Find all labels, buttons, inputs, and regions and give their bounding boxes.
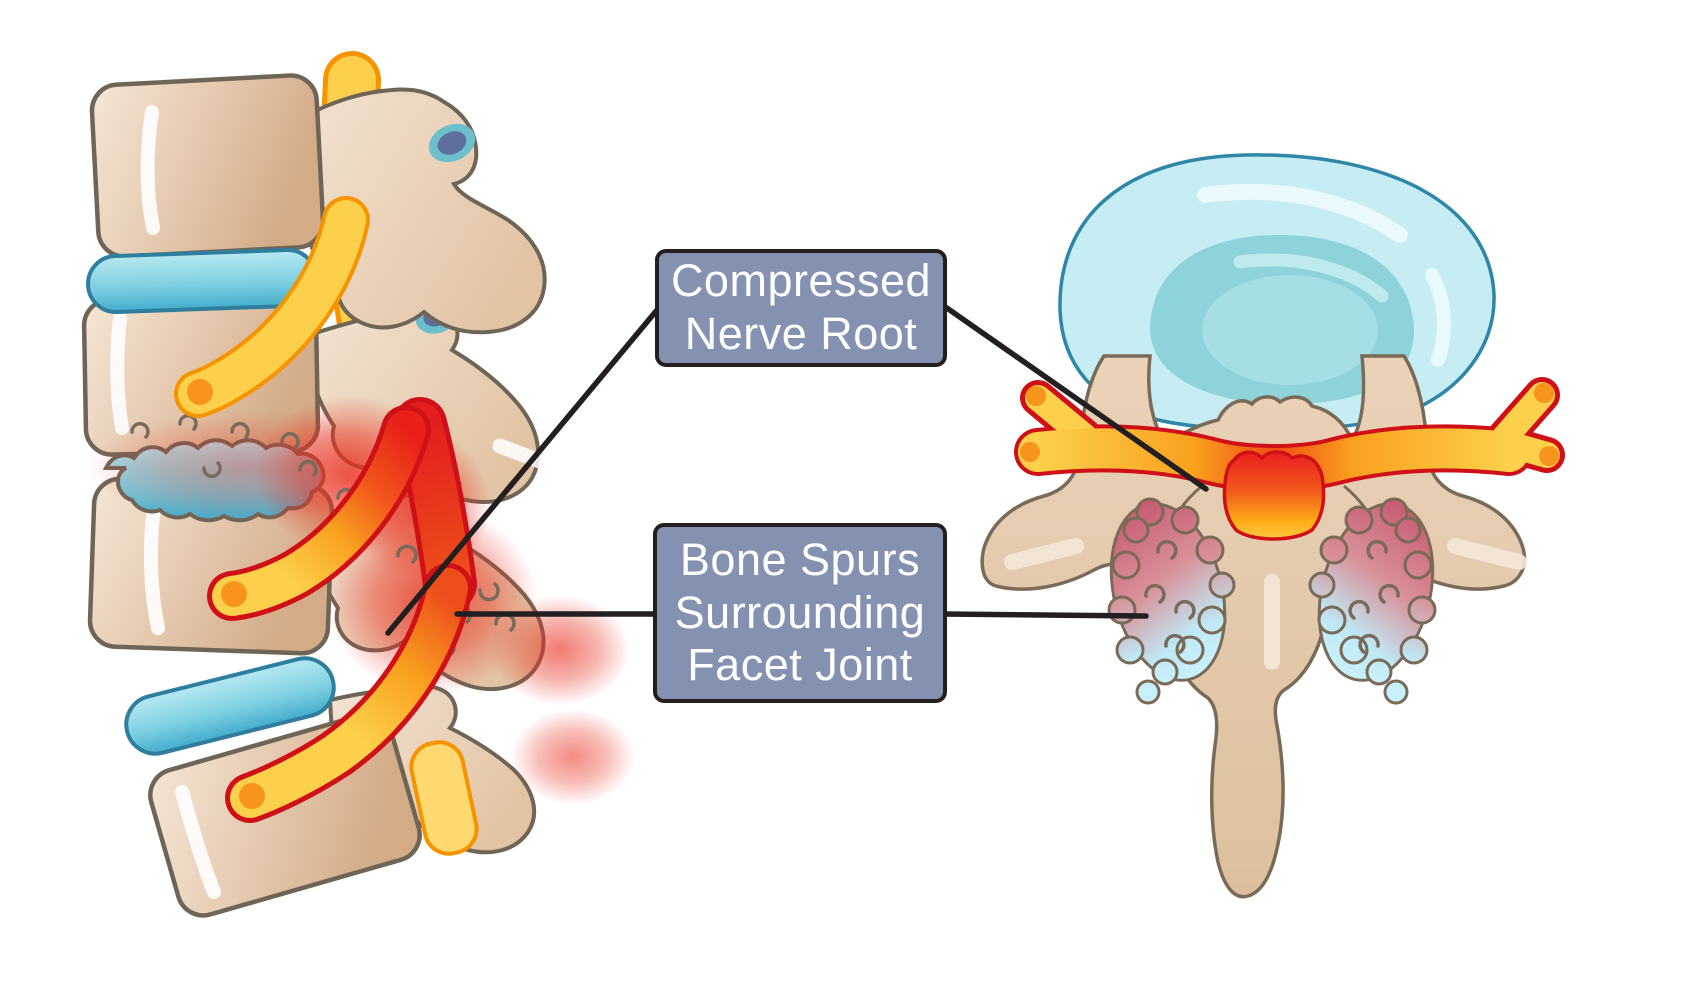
compressed-spinal-canal <box>1222 450 1326 541</box>
nerve-root-upper <box>174 196 370 418</box>
disc-healthy-lower <box>124 656 336 756</box>
facet-bone-spur-right <box>1308 497 1437 705</box>
nerve-foramen-dot <box>221 581 247 607</box>
nerve-root-lower <box>225 563 473 823</box>
facet-joint-1 <box>428 123 476 163</box>
label-text-line: Nerve Root <box>684 308 918 359</box>
axial-vertebra-bone <box>980 354 1527 899</box>
leader-compressed-right <box>941 303 1209 492</box>
label-text-line: Facet Joint <box>687 639 913 691</box>
leader-compressed-left <box>385 307 660 636</box>
label-compressed-nerve-root: Compressed Nerve Root <box>655 249 947 367</box>
nerve-tip-dot <box>1534 383 1554 403</box>
body-highlights <box>110 105 221 899</box>
nerve-tip-dot <box>1539 446 1559 466</box>
nerve-foramen-dot <box>239 783 265 809</box>
leader-lines <box>385 303 1209 636</box>
axial-vertebra-view <box>980 153 1565 899</box>
axial-spur-curls <box>1144 539 1400 654</box>
process-highlight <box>492 438 566 476</box>
label-text-line: Compressed <box>670 255 932 307</box>
label-text-line: Surrounding <box>674 586 926 638</box>
axial-bone-highlights <box>1004 538 1527 670</box>
disc-highlight <box>1197 183 1408 243</box>
label-text-line: Bone Spurs <box>679 534 921 586</box>
label-bone-spurs-facet-joint: Bone Spurs Surrounding Facet Joint <box>653 523 947 703</box>
vertebral-body-1 <box>89 73 326 259</box>
nerve-tip-dot <box>1026 386 1046 406</box>
nerve-tip-dot <box>1020 442 1040 462</box>
lateral-spine-view <box>81 51 635 918</box>
nucleus-highlight <box>1233 253 1389 303</box>
leader-spurs-right <box>941 611 1149 619</box>
nerve-foramen-dot <box>187 379 213 405</box>
inferior-articular-knob <box>409 740 479 856</box>
facet-bone-spur-left <box>1107 497 1236 705</box>
compressed-nerve-root-shape <box>207 405 431 621</box>
disc-highlight <box>1425 268 1451 367</box>
